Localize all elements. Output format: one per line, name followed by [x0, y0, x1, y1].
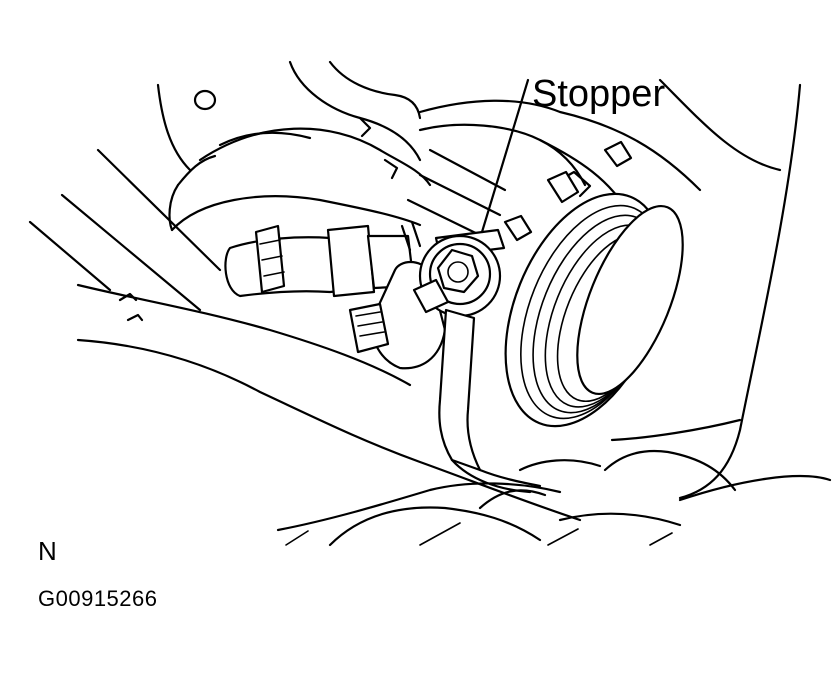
- view-code-label: N: [38, 536, 57, 566]
- figure-id: G00915266: [38, 586, 158, 611]
- engine-bay-outlines: [28, 78, 832, 547]
- upper-hoses: [168, 60, 432, 232]
- stopper-leader-line: [480, 78, 530, 234]
- stopper-callout-label: Stopper: [532, 73, 666, 115]
- hoses-and-clamps: [224, 224, 447, 370]
- pulley: [504, 192, 684, 428]
- banjo-fitting: [400, 220, 542, 494]
